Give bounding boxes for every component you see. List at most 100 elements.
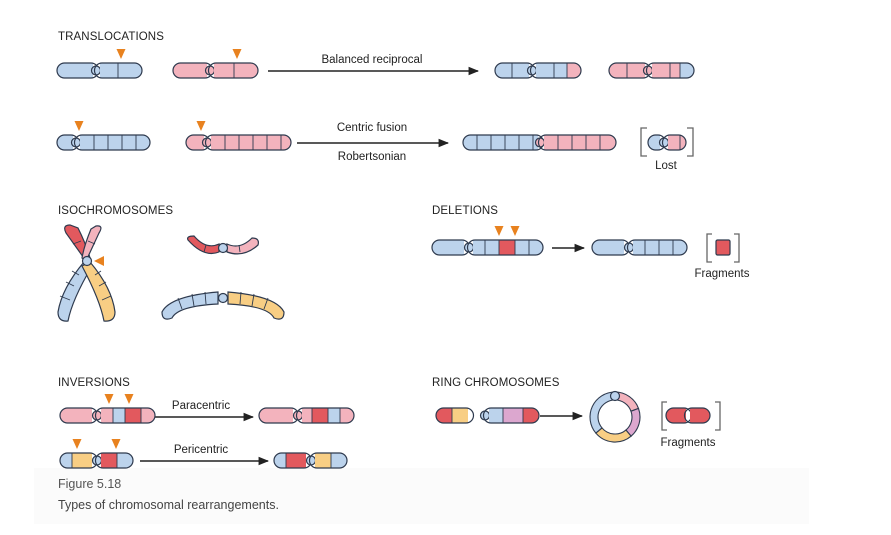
chromosome-arm [626,239,688,256]
chromosome-arm [295,407,355,424]
chromosome-band [72,453,92,468]
chromosome-arm [431,239,471,256]
chromosome-band [225,135,239,150]
breakpoint-arrow-icon [104,394,114,404]
centromere-icon [305,455,317,466]
ring-chromosome-segment [595,427,632,443]
chromosome-band [485,240,499,255]
chromosome-band [117,453,133,468]
centromere-icon [479,410,491,421]
chromosome-band [536,63,554,78]
centromere-icon [217,292,229,304]
chromosome-band [473,240,485,255]
chromosome-arm [57,261,93,322]
chromosome-band [680,63,694,78]
centromere-icon [201,137,213,148]
chromosome-band [60,408,92,423]
chromosome-band [101,453,117,468]
chromosome-band [263,297,269,310]
breakpoint-arrow-icon [116,49,126,59]
breakpoint-arrow-icon [74,121,84,131]
chromosome-band [203,244,207,253]
chromosome-band [463,135,477,150]
chromosome-arm [537,134,617,151]
chromosome-band [238,244,241,253]
chromosome-band [100,63,118,78]
centromere-icon [534,137,546,148]
chromosome-band [274,453,286,468]
centromere-icon [217,242,229,254]
chromosome-band [489,408,503,423]
chromosome-band [57,63,93,78]
chromosome-band [668,135,680,150]
section-title-inversions: INVERSIONS [58,377,130,389]
label-fragments-ring: Fragments [661,437,716,449]
chromosome-band [173,63,207,78]
centromere-icon [609,390,621,402]
chromosome-arm [207,62,259,79]
chromosome-band [315,453,331,468]
chromosome-arm [81,261,116,322]
chromosome-band [477,135,491,150]
chromosome-band [80,135,94,150]
breakpoint-arrow-icon [494,226,504,236]
chromosome-band [592,240,624,255]
chromosome-band [286,453,306,468]
chromosome-band [59,295,71,301]
chromosome-band [572,135,586,150]
chromosome-band [101,295,112,301]
chromosome-arm [94,407,156,424]
chromosome-band [673,240,687,255]
chromosome-band [251,293,255,307]
breakpoint-arrow-icon [72,439,82,449]
centromere-icon [526,65,538,76]
chromosome-arm [435,407,475,424]
chromosome-band [499,240,515,255]
centromere-icon [91,410,103,421]
chromosome-band [281,135,291,150]
chromosome-band [186,135,204,150]
centromere-icon [292,410,304,421]
deleted-fragment [715,239,731,256]
chromosome-arm [482,407,540,424]
chromosome-band [118,63,142,78]
chromosome-band [567,63,581,78]
breakpoint-arrow-icon [510,226,520,236]
chromosome-arm [273,452,313,469]
chromosome-band [312,408,328,423]
chromosome-band [60,453,72,468]
chromosome-arm [308,452,348,469]
centromere-icon [463,242,475,253]
chromosome-band [670,63,680,78]
chromosome-arm [645,62,695,79]
chromosome-band [302,408,312,423]
centromere-icon [91,455,103,466]
chromosome-arm [94,452,134,469]
label-paracentric: Paracentric [172,400,230,412]
chromosome-band [72,240,82,245]
chromosome-band [600,135,616,150]
label-centric-fusion: Centric fusion [337,122,407,134]
chromosome-band [57,135,73,150]
chromosome-band [94,270,102,276]
breakpoint-arrow-icon [196,121,206,131]
chromosome-band [191,293,195,307]
chromosome-band [122,135,136,150]
chromosome-band [239,135,253,150]
chromosome-arm [647,134,667,151]
chromosome-arm [683,407,711,424]
breakpoint-arrow-icon [94,256,104,266]
chromosome-band [645,240,659,255]
chromosome-arm [665,407,693,424]
chromosome-band [523,408,539,423]
chromosome-arm [529,62,582,79]
chromosome-band [136,135,150,150]
chromosome-band [659,240,673,255]
chromosome-band [680,135,686,150]
chromosome-band [141,408,155,423]
chromosome-band [505,135,519,150]
centromere-icon [204,65,216,76]
chromosome-band [331,453,347,468]
section-title-deletions: DELETIONS [432,205,498,217]
bracket-ring-fragments-left [661,401,667,431]
